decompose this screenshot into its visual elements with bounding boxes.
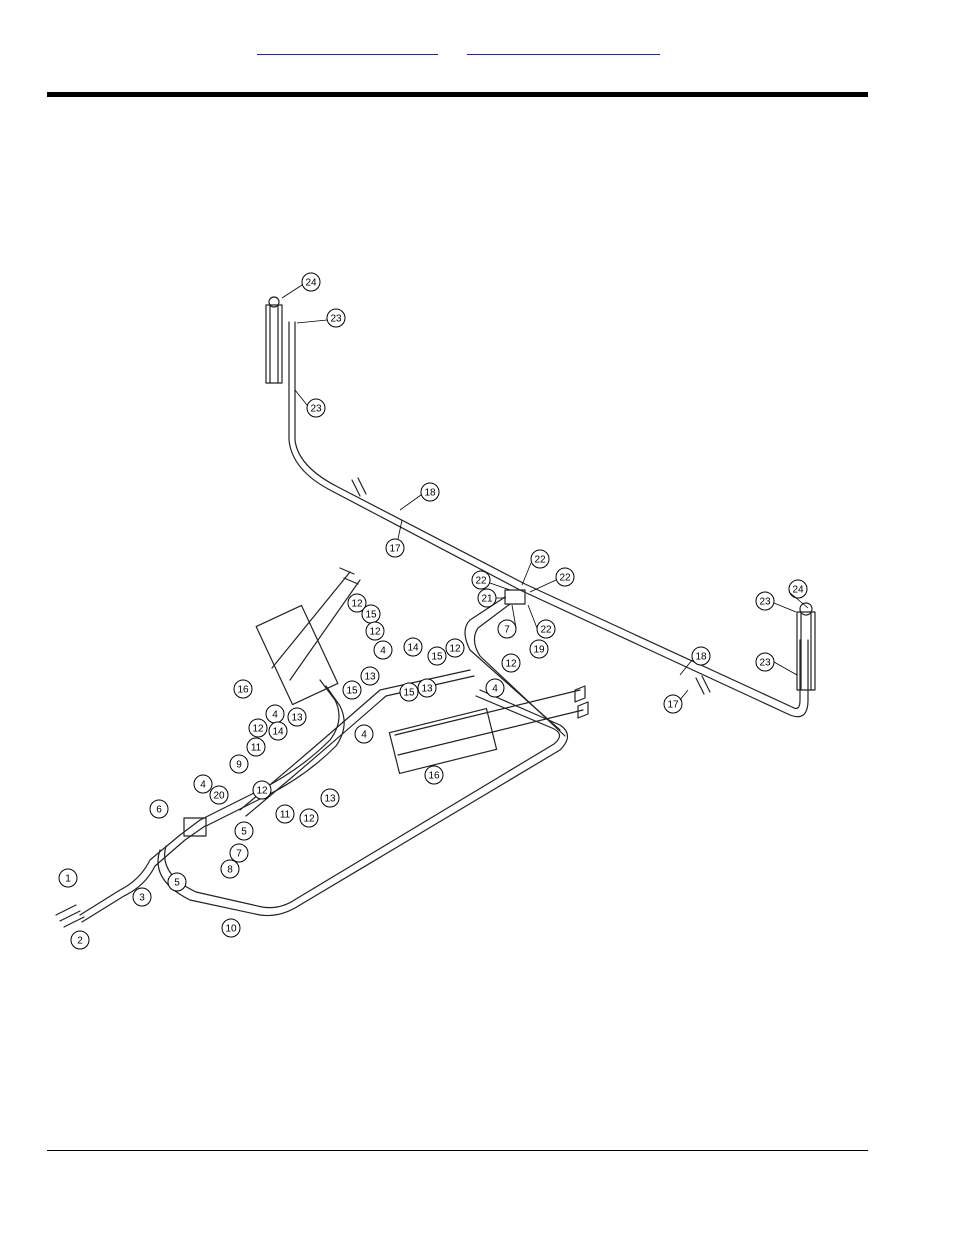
callout-label: 19 (533, 645, 545, 656)
callout-label: 8 (227, 865, 233, 876)
callout-label: 4 (492, 684, 498, 695)
callout-label: 12 (303, 814, 315, 825)
callout-label: 23 (310, 404, 322, 415)
callout-label: 12 (256, 786, 268, 797)
callout-label: 24 (305, 278, 317, 289)
callout-label: 12 (505, 659, 517, 670)
callout-label: 23 (759, 597, 771, 608)
callout-label: 12 (449, 644, 461, 655)
callout-group: 24 23 23 18 17 22 22 22 21 7 22 19 24 23… (59, 273, 807, 949)
callout-label: 13 (324, 794, 336, 805)
callout-label: 18 (424, 488, 436, 499)
callout-label: 13 (364, 672, 376, 683)
callout-label: 17 (389, 544, 401, 555)
callout-label: 12 (369, 627, 381, 638)
callout-label: 7 (236, 849, 242, 860)
callout-label: 11 (251, 743, 262, 754)
callout-label: 9 (236, 760, 242, 771)
callout-label: 22 (475, 576, 487, 587)
callout-label: 23 (330, 314, 342, 325)
callout-label: 5 (241, 827, 247, 838)
callout-label: 13 (291, 713, 303, 724)
bottom-divider (47, 1150, 868, 1151)
callout-label: 22 (559, 573, 571, 584)
callout-label: 21 (481, 594, 493, 605)
callout-label: 12 (351, 599, 363, 610)
upper-left-cylinder (266, 305, 282, 383)
callout-label: 16 (237, 685, 249, 696)
callout-label: 14 (407, 643, 419, 654)
callout-label: 15 (346, 686, 358, 697)
hose-long-upper (289, 322, 808, 717)
callout-label: 15 (365, 610, 377, 621)
callout-label: 18 (695, 652, 707, 663)
callout-label: 1 (65, 874, 71, 885)
callout-label: 7 (504, 625, 510, 636)
callout-label: 22 (534, 555, 546, 566)
callout-label: 4 (361, 730, 367, 741)
left-cylinder-body (272, 572, 360, 680)
callout-label: 16 (428, 771, 440, 782)
callout-label: 15 (431, 652, 443, 663)
callout-label: 22 (540, 625, 552, 636)
callout-label: 17 (667, 700, 679, 711)
callout-label: 12 (252, 724, 264, 735)
callout-label: 20 (213, 791, 225, 802)
callout-label: 2 (77, 936, 83, 947)
callout-label: 14 (272, 727, 284, 738)
callout-label: 4 (272, 710, 278, 721)
callout-label: 23 (759, 658, 771, 669)
callout-label: 10 (225, 924, 237, 935)
callout-label: 4 (380, 646, 386, 657)
callout-label: 13 (421, 684, 433, 695)
callout-label: 6 (156, 805, 162, 816)
callout-label: 3 (139, 893, 145, 904)
quick-couplers (56, 905, 84, 927)
callout-label: 15 (403, 688, 415, 699)
callout-label: 4 (200, 780, 206, 791)
callout-label: 24 (792, 585, 804, 596)
callout-label: 11 (280, 810, 291, 821)
callout-label: 5 (174, 878, 180, 889)
